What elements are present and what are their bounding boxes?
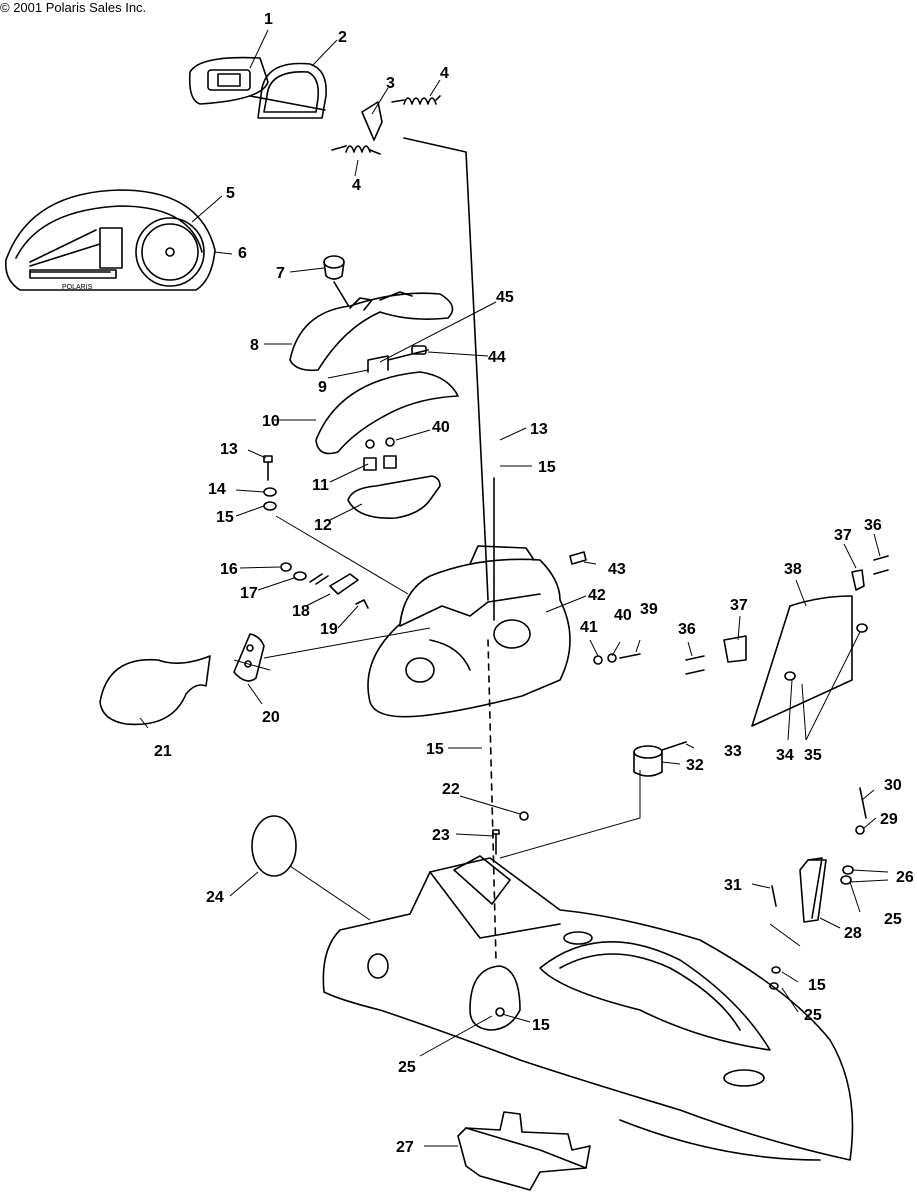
- callout-42: 42: [588, 587, 606, 604]
- leader-lines: [139, 29, 889, 1147]
- callout-36a: 36: [678, 621, 696, 638]
- callout-41: 41: [580, 619, 598, 636]
- callout-29: 29: [880, 811, 898, 828]
- part-center-bolt: [492, 811, 529, 855]
- callout-32: 32: [686, 757, 704, 774]
- callout-8: 8: [250, 337, 259, 354]
- copyright-notice: © 2001 Polaris Sales Inc.: [0, 0, 147, 15]
- callout-3: 3: [386, 75, 395, 92]
- callout-15c: 15: [426, 741, 444, 758]
- callout-5: 5: [226, 185, 235, 202]
- part-shroud: [315, 371, 459, 455]
- part-instrument-cluster: [4, 189, 216, 291]
- part-screws: [685, 555, 889, 675]
- callout-28: 28: [844, 925, 862, 942]
- part-retainer-clip: [569, 551, 587, 565]
- callout-30: 30: [884, 777, 902, 794]
- callout-18: 18: [292, 603, 310, 620]
- callout-12: 12: [314, 517, 332, 534]
- part-plate: [347, 475, 441, 519]
- callout-11: 11: [312, 477, 329, 494]
- callout-23: 23: [432, 827, 450, 844]
- callout-40a: 40: [432, 419, 450, 436]
- part-hinge-lower: [723, 635, 747, 663]
- callout-16: 16: [220, 561, 238, 578]
- part-bolt-stack: [263, 455, 277, 511]
- gauge-brand-text: POLARIS: [62, 284, 93, 291]
- part-mount-bracket: [457, 1111, 591, 1191]
- part-knob: [323, 255, 349, 306]
- part-switch-bezel: [188, 56, 269, 105]
- callout-33: 33: [724, 743, 742, 760]
- part-handle-assembly: [769, 787, 867, 990]
- part-gasket: [251, 815, 297, 877]
- callout-1: 1: [264, 11, 273, 28]
- callout-25b: 25: [804, 1007, 822, 1024]
- part-housing: [289, 291, 454, 372]
- control-cable: [403, 137, 489, 601]
- callout-9: 9: [318, 379, 327, 396]
- callout-14: 14: [208, 481, 226, 498]
- part-clip: [361, 101, 383, 141]
- part-hull: [322, 855, 854, 1161]
- callout-25a: 25: [884, 911, 902, 928]
- callout-43: 43: [608, 561, 626, 578]
- callout-24: 24: [206, 889, 224, 906]
- callout-2: 2: [338, 29, 347, 46]
- part-small-hardware: [280, 562, 369, 609]
- callout-27: 27: [396, 1139, 414, 1156]
- callout-19: 19: [320, 621, 338, 638]
- part-bolt-washers: [593, 653, 641, 665]
- callout-15b: 15: [538, 459, 556, 476]
- callout-4b: 4: [352, 177, 361, 194]
- part-mirror-bracket: [233, 633, 265, 682]
- callout-labels: 1 2 3 4 4 5 6 7 8 9 10 11 12 13 14 15 16…: [154, 11, 914, 1156]
- part-fuel-cap: [633, 741, 687, 777]
- part-spring-upper: [391, 95, 441, 105]
- callout-45: 45: [496, 289, 514, 306]
- callout-6: 6: [238, 245, 247, 262]
- callout-39: 39: [640, 601, 658, 618]
- callout-4a: 4: [440, 65, 449, 82]
- callout-13a: 13: [220, 441, 238, 458]
- part-pivot-assembly: [367, 345, 429, 373]
- callout-34: 34: [776, 747, 794, 764]
- callout-31: 31: [724, 877, 742, 894]
- callout-38: 38: [784, 561, 802, 578]
- part-fasteners: [363, 437, 397, 471]
- callout-20: 20: [262, 709, 280, 726]
- callout-15a: 15: [216, 509, 234, 526]
- callout-22: 22: [442, 781, 460, 798]
- part-lens: [249, 62, 327, 119]
- callout-10: 10: [262, 413, 280, 430]
- part-hinge-upper: [851, 569, 865, 591]
- part-spring-lower: [331, 145, 381, 155]
- callout-37b: 37: [834, 527, 852, 544]
- callout-13b: 13: [530, 421, 548, 438]
- callout-26: 26: [896, 869, 914, 886]
- callout-15e: 15: [532, 1017, 550, 1034]
- callout-21: 21: [154, 743, 172, 760]
- callout-25c: 25: [398, 1059, 416, 1076]
- part-access-panel: [751, 595, 868, 727]
- callout-17: 17: [240, 585, 258, 602]
- callout-36b: 36: [864, 517, 882, 534]
- part-console: [367, 545, 571, 718]
- callout-40b: 40: [614, 607, 632, 624]
- callout-35: 35: [804, 747, 822, 764]
- callout-44: 44: [488, 349, 506, 366]
- part-mirror: [99, 655, 211, 726]
- callout-15d: 15: [808, 977, 826, 994]
- callout-7: 7: [276, 265, 285, 282]
- callout-37a: 37: [730, 597, 748, 614]
